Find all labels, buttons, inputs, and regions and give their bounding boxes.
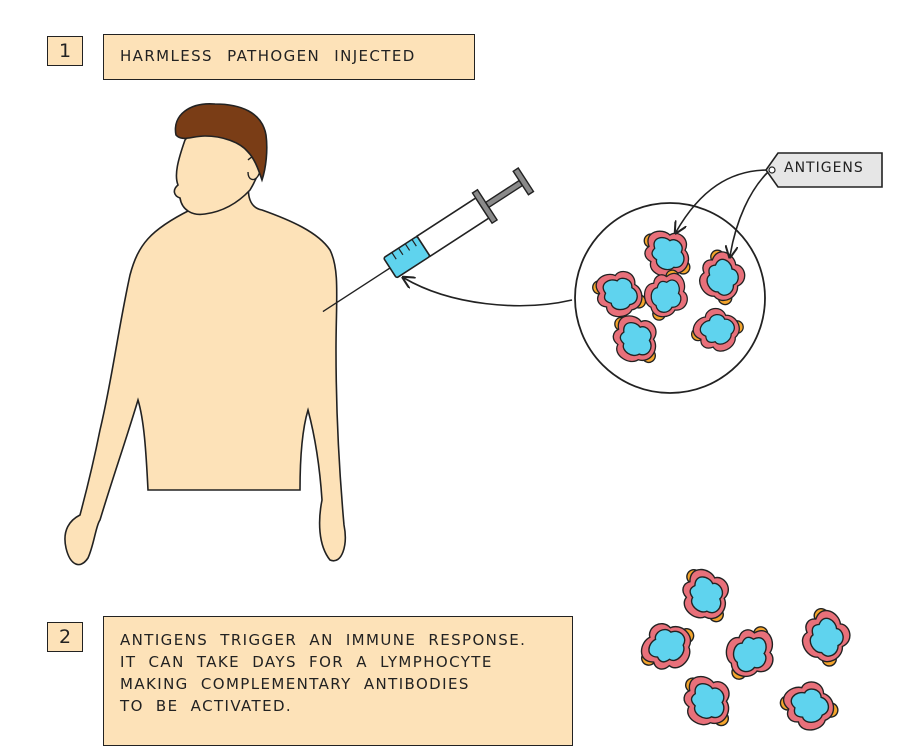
step-2-number: 2	[47, 622, 83, 652]
step-1-caption: HARMLESS PATHOGEN INJECTED	[103, 34, 475, 80]
step-2-line: TO BE ACTIVATED.	[120, 697, 293, 715]
pathogen-group-bottom	[636, 564, 860, 737]
step-2-line: ANTIGENS TRIGGER AN IMMUNE RESPONSE.	[120, 631, 527, 649]
antigen-arrow-2	[730, 171, 769, 256]
syringe	[322, 167, 535, 313]
step-2-line: IT CAN TAKE DAYS FOR A LYMPHOCYTE	[120, 653, 493, 671]
tag-hole	[768, 166, 776, 174]
antigen-arrow-1	[676, 169, 769, 232]
antigens-label: ANTIGENS	[784, 160, 864, 176]
step-2-caption: ANTIGENS TRIGGER AN IMMUNE RESPONSE. IT …	[103, 616, 573, 746]
person-figure	[64, 103, 346, 566]
arrow-to-syringe	[404, 278, 573, 307]
antigens-tag	[765, 152, 883, 188]
step-1-number: 1	[47, 36, 83, 66]
step-2-line: MAKING COMPLEMENTARY ANTIBODIES	[120, 675, 470, 693]
